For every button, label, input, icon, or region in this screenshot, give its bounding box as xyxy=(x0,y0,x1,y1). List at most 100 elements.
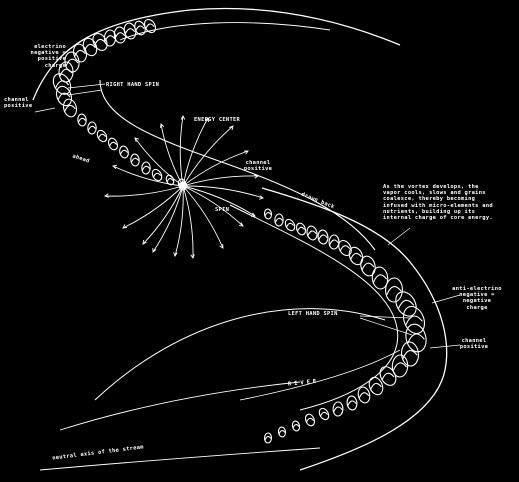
coil-loop xyxy=(119,145,129,159)
leader-lines xyxy=(34,83,461,349)
energy-ray xyxy=(112,165,184,187)
label-channel-positive-mid: channel positive xyxy=(243,160,273,173)
energy-ray-arrowhead xyxy=(229,125,234,131)
coil-loop xyxy=(405,323,427,353)
coil-inner-stroke xyxy=(141,165,151,171)
coil-loop xyxy=(371,266,389,290)
river-line xyxy=(239,349,401,401)
coil-inner-stroke xyxy=(166,178,174,183)
energy-ray-arrowhead xyxy=(160,123,165,129)
coil-loop xyxy=(274,213,284,227)
energy-ray-arrowhead xyxy=(250,212,256,217)
coil-inner-stroke xyxy=(372,274,388,283)
energy-ray xyxy=(152,185,184,253)
coil-loop xyxy=(87,121,97,135)
coil-loop xyxy=(123,22,137,40)
label-left-hand-spin: LEFT HAND SPIN xyxy=(288,311,338,317)
coil-inner-stroke xyxy=(97,133,107,139)
coil-loop xyxy=(348,246,364,266)
coil-inner-stroke xyxy=(264,212,272,217)
energy-ray xyxy=(104,185,184,197)
coil-loop xyxy=(107,137,119,151)
energy-ray xyxy=(134,137,184,187)
coil-inner-stroke xyxy=(361,262,375,271)
bottom-axis-line xyxy=(39,447,321,471)
vortex-coils xyxy=(52,18,427,444)
coil-loop xyxy=(295,222,307,236)
coil-inner-stroke xyxy=(381,372,395,381)
inner-bank-line xyxy=(99,79,376,251)
coil-loop xyxy=(62,98,78,118)
coil-inner-stroke xyxy=(278,430,286,435)
coil-loop xyxy=(263,432,273,444)
coil-inner-stroke xyxy=(319,411,329,417)
energy-ray-arrowhead xyxy=(122,224,128,229)
coil-inner-stroke xyxy=(350,252,362,260)
energy-ray-arrowhead xyxy=(152,247,157,253)
coil-inner-stroke xyxy=(285,222,295,228)
energy-ray-arrowhead xyxy=(112,164,118,170)
coil-inner-stroke xyxy=(54,80,70,89)
energy-ray xyxy=(182,185,256,217)
outer-bank-line xyxy=(32,7,401,101)
energy-ray xyxy=(182,185,264,199)
energy-ray xyxy=(160,123,184,187)
outer-bank-lower-line xyxy=(261,187,448,471)
energy-ray xyxy=(182,150,249,187)
coil-inner-stroke xyxy=(347,400,357,407)
coil-loop xyxy=(304,413,316,427)
coil-inner-stroke xyxy=(57,92,71,101)
coil-loop xyxy=(72,43,88,63)
coil-inner-stroke xyxy=(405,315,423,326)
coil-inner-stroke xyxy=(307,230,317,237)
energy-ray xyxy=(182,185,244,227)
coil-loop xyxy=(130,153,140,167)
coil-inner-stroke xyxy=(264,436,272,441)
energy-ray xyxy=(182,117,209,187)
coil-loop xyxy=(291,420,301,432)
coil-inner-stroke xyxy=(339,245,351,252)
label-electrino-negative: electrino negative = positive charge xyxy=(30,44,66,69)
energy-ray xyxy=(179,115,184,187)
coil-loop xyxy=(306,225,318,241)
coil-inner-stroke xyxy=(305,417,315,423)
coil-inner-stroke xyxy=(124,28,136,35)
coil-inner-stroke xyxy=(392,362,408,371)
coil-inner-stroke xyxy=(87,125,97,131)
coil-inner-stroke xyxy=(108,141,118,147)
energy-ray-arrowhead xyxy=(173,252,178,257)
energy-ray-arrowhead xyxy=(254,174,259,179)
energy-ray xyxy=(182,175,259,187)
label-right-hand-spin: RIGHT HAND SPIN xyxy=(106,82,160,88)
coil-inner-stroke xyxy=(152,172,162,178)
coil-loop xyxy=(277,426,287,438)
energy-ray-arrowhead xyxy=(243,150,249,155)
energy-ray xyxy=(122,185,184,229)
energy-ray-arrowhead xyxy=(219,243,224,249)
coil-inner-stroke xyxy=(74,49,86,57)
coil-inner-stroke xyxy=(397,299,415,310)
coil-inner-stroke xyxy=(358,392,370,399)
coil-inner-stroke xyxy=(119,149,129,155)
coil-inner-stroke xyxy=(296,226,306,232)
energy-ray xyxy=(174,185,184,257)
coil-inner-stroke xyxy=(329,239,339,246)
lower-left-bank-line-2 xyxy=(59,381,301,431)
inner-bank-lower-line xyxy=(229,204,399,411)
coil-inner-stroke xyxy=(333,406,343,413)
lower-left-bank-line xyxy=(94,308,386,401)
coil-loop xyxy=(368,376,384,396)
coil-inner-stroke xyxy=(274,217,284,223)
coil-loop xyxy=(360,255,376,277)
coil-loop xyxy=(263,208,273,220)
coil-inner-stroke xyxy=(292,424,300,429)
coil-inner-stroke xyxy=(145,23,155,30)
energy-ray-arrowhead xyxy=(238,222,244,227)
coil-loop xyxy=(346,395,358,411)
coil-loop xyxy=(317,229,329,245)
coil-loop xyxy=(82,37,98,57)
coil-loop xyxy=(113,26,127,44)
energy-ray-arrowhead xyxy=(204,117,209,123)
